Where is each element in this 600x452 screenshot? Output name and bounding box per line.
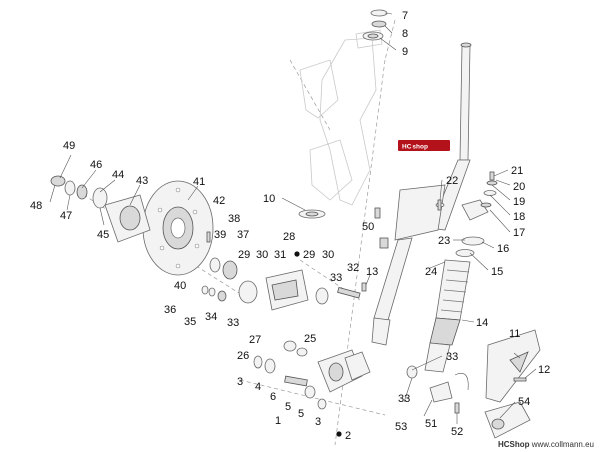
callout-3a: 3 — [237, 376, 243, 388]
callout-30a: 30 — [256, 249, 268, 261]
callout-38: 38 — [228, 213, 240, 225]
callout-1: 1 — [275, 415, 281, 427]
callout-28: 28 — [283, 231, 295, 243]
callout-9: 9 — [402, 46, 408, 58]
callout-33d: 33 — [398, 393, 410, 405]
callout-39: 39 — [214, 229, 226, 241]
lower-bracket-parts — [361, 207, 541, 439]
callout-19: 19 — [513, 196, 525, 208]
callout-29a: 29 — [238, 249, 250, 261]
callout-32: 32 — [347, 262, 359, 274]
callout-14: 14 — [476, 317, 488, 329]
callout-3b: 3 — [315, 416, 321, 428]
callout-15: 15 — [491, 266, 503, 278]
callout-36: 36 — [164, 304, 176, 316]
callout-21: 21 — [511, 165, 523, 177]
brake-disc — [142, 180, 214, 276]
wheel-hub — [50, 175, 151, 243]
callout-47: 47 — [60, 210, 72, 222]
callout-13: 13 — [366, 266, 378, 278]
callout-50: 50 — [362, 221, 374, 233]
callout-33b: 33 — [227, 317, 239, 329]
callout-26: 26 — [237, 350, 249, 362]
caliper-hardware — [201, 231, 227, 302]
callout-17: 17 — [513, 227, 525, 239]
callout-46: 46 — [90, 159, 102, 171]
callout-24: 24 — [425, 266, 437, 278]
callout-42: 42 — [213, 195, 225, 207]
top-bearing-parts — [362, 9, 388, 41]
callout-18: 18 — [513, 211, 525, 223]
callout-35: 35 — [184, 316, 196, 328]
callout-33c: 33 — [446, 351, 458, 363]
shock-absorber — [424, 236, 485, 373]
steering-column-outline — [299, 29, 383, 206]
callout-31: 31 — [274, 249, 286, 261]
callout-2: 2 — [345, 430, 351, 442]
callout-52: 52 — [451, 426, 463, 438]
callout-33a: 33 — [330, 272, 342, 284]
callout-30b: 30 — [322, 249, 334, 261]
callout-22: 22 — [446, 175, 458, 187]
callout-7: 7 — [402, 10, 408, 22]
callout-27: 27 — [249, 334, 261, 346]
callout-45: 45 — [97, 229, 109, 241]
watermark-logo: HCshop — [398, 140, 450, 151]
axle-and-link — [253, 340, 371, 410]
callout-10: 10 — [263, 193, 275, 205]
callout-8: 8 — [402, 28, 408, 40]
callout-11: 11 — [509, 328, 520, 340]
callout-51: 51 — [425, 418, 437, 430]
callout-23: 23 — [438, 235, 450, 247]
callout-16: 16 — [497, 243, 509, 255]
marker-dots — [294, 251, 342, 437]
callout-34: 34 — [205, 311, 217, 323]
svg-text:HCshop: HCshop — [402, 144, 428, 151]
callout-6: 6 — [270, 391, 276, 403]
fork-leg — [371, 42, 472, 346]
callout-20: 20 — [513, 181, 525, 193]
callout-leader-lines — [49, 12, 537, 424]
brake-caliper — [209, 257, 361, 311]
callout-48: 48 — [30, 200, 42, 212]
callout-44: 44 — [112, 169, 124, 181]
callout-37: 37 — [237, 229, 249, 241]
callout-53: 53 — [395, 421, 407, 433]
callout-29b: 29 — [303, 249, 315, 261]
callout-49: 49 — [63, 140, 75, 152]
shock-top-mount — [435, 171, 498, 221]
callout-5b: 5 — [298, 408, 304, 420]
callout-5a: 5 — [285, 401, 291, 413]
callout-4: 4 — [255, 381, 261, 393]
footer-credit: HCShop www.collmann.eu — [497, 440, 594, 449]
callout-43: 43 — [136, 175, 148, 187]
callout-40: 40 — [174, 280, 186, 292]
callout-12: 12 — [538, 364, 550, 376]
callout-41: 41 — [193, 176, 205, 188]
callout-numbers: 1 2 3 3 4 5 5 6 7 8 9 10 11 12 13 14 15 … — [30, 10, 550, 442]
callout-54: 54 — [518, 396, 530, 408]
steering-bearing-seal — [298, 209, 326, 219]
callout-25: 25 — [304, 333, 316, 345]
